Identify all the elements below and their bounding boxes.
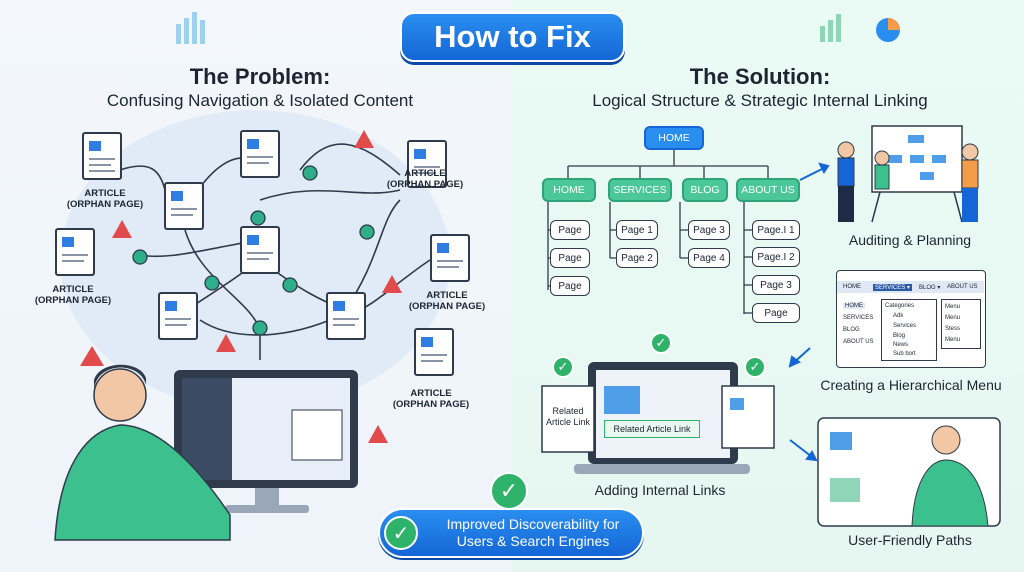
menu-side-1: HOME (843, 303, 865, 309)
how-to-fix-banner: How to Fix (400, 12, 625, 62)
orphan-doc-2 (55, 228, 95, 276)
menu-sub-6: Sub bort (893, 351, 916, 357)
about-page-1: Page.I 1 (752, 220, 800, 240)
discoverability-badge (378, 508, 644, 558)
problem-title: The Problem: (189, 64, 331, 89)
orphan-label-2: ARTICLE(ORPHAN PAGE) (34, 284, 112, 306)
menu-sub-5: News (893, 342, 909, 348)
network-doc-3 (240, 226, 280, 274)
menu-top-4: ABOUT US (947, 284, 978, 290)
tree-blog: BLOG (682, 178, 728, 202)
about-page-2: Page.I 2 (752, 247, 800, 267)
step-menu: Creating a Hierarchical Menu (820, 377, 1002, 393)
orphan-label-5: ARTICLE(ORPHAN PAGE) (392, 388, 470, 410)
check-icon: ✓ (384, 516, 418, 550)
check-icon: ✓ (650, 332, 672, 354)
menu-right-2: Menu (945, 315, 961, 321)
step-auditing: Auditing & Planning (848, 232, 972, 248)
discoverability-text: Improved Discoverability for Users & Sea… (446, 516, 620, 549)
orphan-label-3: ARTICLE(ORPHAN PAGE) (386, 168, 464, 190)
menu-sub-3: Services (893, 323, 917, 329)
network-doc-1 (164, 182, 204, 230)
services-page-2: Page 2 (616, 248, 658, 268)
step-paths: User-Friendly Paths (848, 532, 972, 548)
menu-side-4: ABOUT US (843, 339, 874, 345)
menu-side-3: BLOG (843, 327, 860, 333)
menu-sub-1: Categories (885, 303, 915, 309)
menu-right-3: Stess (945, 326, 961, 332)
orphan-doc-5 (414, 328, 454, 376)
tree-home: HOME (542, 178, 596, 202)
services-page-1: Page 1 (616, 220, 658, 240)
network-doc-5 (326, 292, 366, 340)
orphan-label-1: ARTICLE(ORPHAN PAGE) (66, 188, 144, 210)
blog-page-2: Page 4 (688, 248, 730, 268)
menu-top-3: BLOG ▾ (919, 285, 941, 291)
left-card-link: Related Article Link (545, 406, 590, 427)
tree-about: ABOUT US (736, 178, 800, 202)
solution-subtitle: Logical Structure & Strategic Internal L… (592, 91, 928, 110)
network-doc-4 (158, 292, 198, 340)
check-icon: ✓ (552, 356, 574, 378)
menu-top-1: HOME (843, 284, 861, 290)
menu-mock: HOME SERVICES ▾ BLOG ▾ ABOUT US HOME SER… (836, 270, 986, 368)
about-page-3: Page 3 (752, 275, 800, 295)
home-page-3: Page (550, 276, 590, 296)
orphan-doc-1 (82, 132, 122, 180)
check-icon: ✓ (490, 472, 528, 510)
blog-page-1: Page 3 (688, 220, 730, 240)
menu-side-2: SERVICES (843, 315, 874, 321)
orphan-doc-3 (407, 140, 447, 188)
check-icon: ✓ (744, 356, 766, 378)
tree-root: HOME (644, 126, 704, 150)
solution-title: The Solution: (689, 64, 831, 89)
menu-sub-4: Blog (893, 333, 906, 339)
menu-right-1: Menu (945, 304, 961, 310)
home-page-1: Page (550, 220, 590, 240)
orphan-label-4: ARTICLE(ORPHAN PAGE) (408, 290, 486, 312)
home-page-2: Page (550, 248, 590, 268)
menu-top-2: SERVICES ▾ (873, 284, 912, 291)
tree-services: SERVICES (608, 178, 672, 202)
network-doc-2 (240, 130, 280, 178)
problem-subtitle: Confusing Navigation & Isolated Content (106, 91, 414, 110)
center-link: Related Article Link (604, 420, 700, 438)
orphan-doc-4 (430, 234, 470, 282)
menu-right-4: Menu (945, 337, 961, 343)
about-page-4: Page (752, 303, 800, 323)
menu-sub-2: Adk (893, 313, 904, 319)
step-internal-links: Adding Internal Links (594, 482, 726, 498)
